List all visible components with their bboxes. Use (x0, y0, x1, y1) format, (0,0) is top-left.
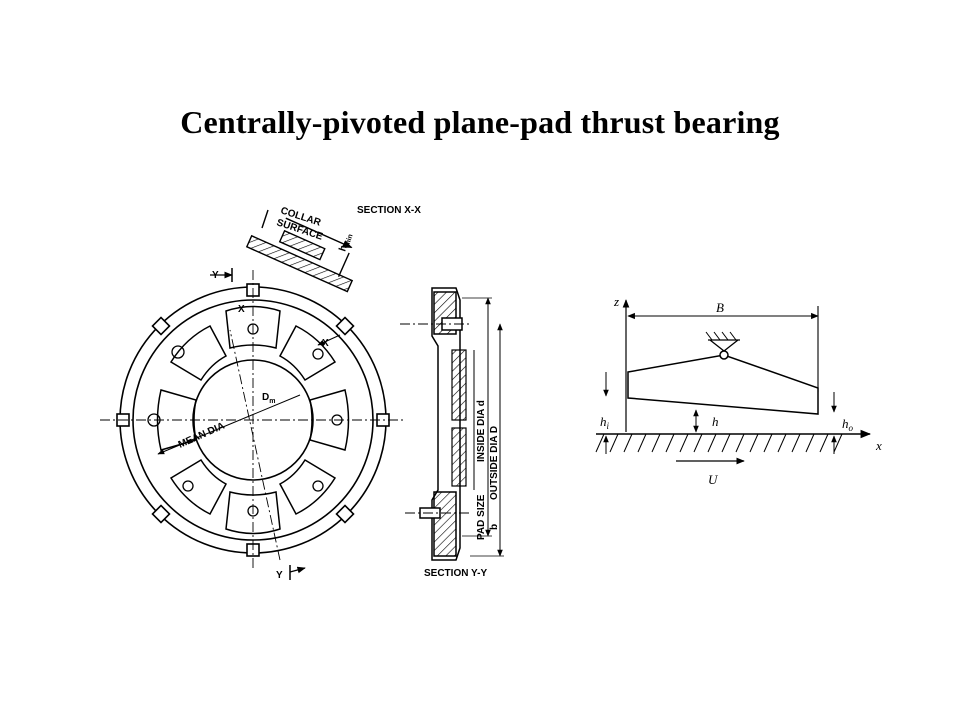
tilted-pad-diagram (595, 299, 872, 465)
dm-label: Dm (262, 392, 275, 405)
pivot-support (708, 339, 740, 352)
pad-size-label: PAD SIZE (476, 494, 487, 540)
x-left-label: X (238, 304, 245, 315)
pads (156, 305, 350, 535)
inside-dia-label: INSIDE DIA d (476, 400, 487, 462)
b-label: b (489, 524, 500, 530)
h-label: h (712, 414, 719, 429)
hi-label: hi (600, 414, 610, 431)
mean-dia-line (157, 394, 301, 455)
mean-dia-label: MEAN DIA (177, 421, 227, 451)
section-yy-view (400, 287, 504, 561)
bearing-front-view (100, 268, 405, 580)
center-lines (100, 270, 405, 570)
z-label: z (613, 294, 619, 309)
x-axis-label: x (875, 438, 882, 453)
pivot-point (719, 350, 729, 360)
u-label: U (708, 472, 719, 487)
pivot-hatch (705, 331, 737, 341)
section-xx-inset (245, 209, 354, 293)
x-right-label: X (322, 338, 329, 349)
section-yy-label: SECTION Y-Y (424, 568, 487, 579)
y-top-label: Y (212, 270, 219, 281)
slide-title: Centrally-pivoted plane-pad thrust beari… (180, 104, 780, 140)
runner-hatch (595, 433, 843, 453)
ho-label: ho (842, 416, 854, 433)
section-xx-label: SECTION X-X (357, 205, 421, 216)
y-bottom-label: Y (276, 570, 283, 581)
pad-shape (627, 354, 819, 415)
tilted-pad-labels: z B hi h ho x U (600, 294, 882, 487)
h-min-label: hmin (337, 232, 354, 253)
outside-dia-label: OUTSIDE DIA D (489, 426, 500, 500)
b-width-label: B (716, 300, 724, 315)
